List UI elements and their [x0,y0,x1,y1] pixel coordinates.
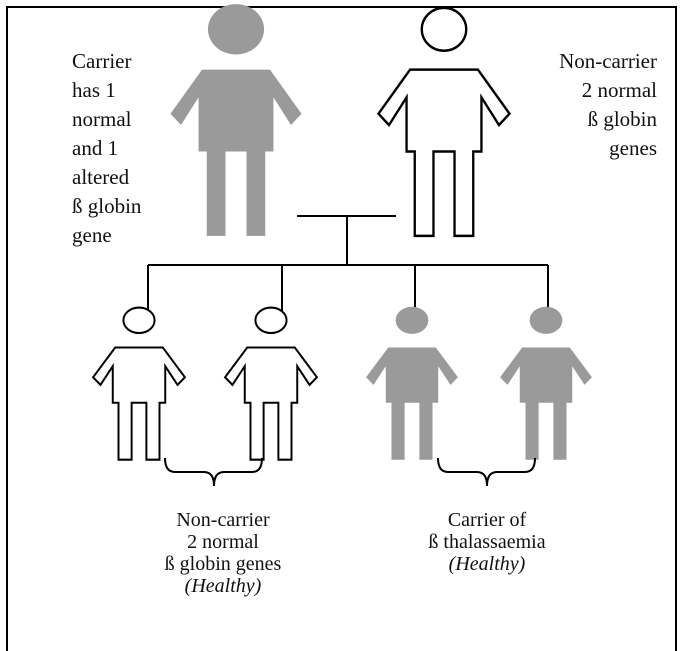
non-carrier-children-status: (Healthy) [184,575,262,597]
non-carrier-parent-label-line: ß globin [587,107,657,131]
child-4-body [500,347,592,460]
child-figure-carrier-1 [366,306,458,460]
non-carrier-parent-body [377,68,511,238]
non-carrier-parent-label-line: 2 normal [581,78,657,102]
carrier-children-label-line: Carrier of [447,509,527,531]
carrier-parent-body [170,69,302,236]
carrier-parent-label-line: Carrier [72,49,132,73]
child-2-body [224,346,318,461]
child-figure-non-carrier-1 [92,306,186,461]
non-carrier-children-label: Non-carrier 2 normal ß globin genes (Hea… [108,509,338,597]
non-carrier-parent-head [420,6,468,52]
non-carrier-parent-figure [377,6,511,238]
child-3-body [366,347,458,460]
carrier-children-label-line: ß thalassaemia [428,531,546,553]
child-2-head [254,306,288,335]
child-1-body [92,346,186,461]
non-carrier-parent-label-line: genes [609,136,657,160]
child-figure-non-carrier-2 [224,306,318,461]
non-carrier-children-label-line: ß globin genes [164,553,282,575]
non-carrier-children-label-line: Non-carrier [176,509,270,531]
non-carrier-brace [164,457,263,487]
carrier-children-status: (Healthy) [448,553,526,575]
non-carrier-parent-label-line: Non-carrier [559,49,657,73]
carrier-parent-label: Carrier has 1 normal and 1 altered ß glo… [72,47,141,250]
carrier-children-label: Carrier of ß thalassaemia (Healthy) [372,509,602,575]
carrier-parent-label-line: gene [72,223,112,247]
child-3-head [395,306,429,334]
non-carrier-parent-label: Non-carrier 2 normal ß globin genes [559,47,657,163]
carrier-parent-label-line: normal [72,107,132,131]
child-4-head [529,306,563,334]
carrier-parent-figure [170,4,302,236]
child-1-head [122,306,156,335]
carrier-parent-label-line: and 1 [72,136,119,160]
carrier-parent-label-line: has 1 [72,78,116,102]
frame-border [6,6,677,651]
carrier-parent-label-line: altered [72,165,130,189]
carrier-parent-label-line: ß globin [72,194,142,218]
non-carrier-children-label-line: 2 normal [187,531,259,553]
child-figure-carrier-2 [500,306,592,460]
carrier-parent-head [207,4,265,55]
carrier-brace [437,457,536,487]
